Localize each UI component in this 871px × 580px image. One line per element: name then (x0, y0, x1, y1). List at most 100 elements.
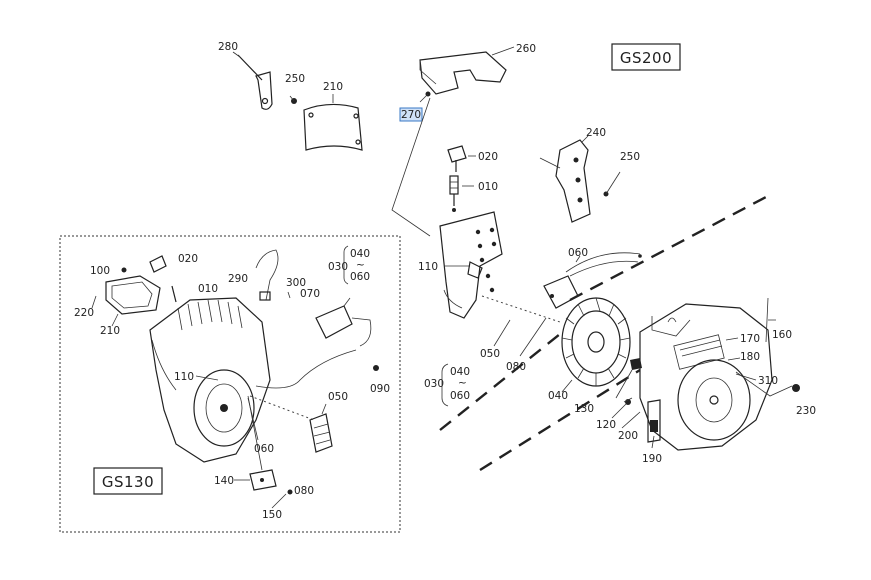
axis-line-1 (481, 295, 561, 323)
part-160-fan-housing[interactable] (639, 303, 773, 451)
part-280-bracket[interactable] (237, 54, 273, 110)
gs130-group-tilde: ~ (356, 259, 365, 271)
gs130-part-010[interactable] (171, 285, 177, 303)
leader-180 (727, 357, 741, 361)
callout-040-group[interactable]: 040 (450, 366, 470, 378)
callout-190[interactable]: 190 (642, 453, 662, 465)
leader-280 (232, 51, 241, 58)
gs130-part-090[interactable] (373, 365, 379, 371)
callout-210[interactable]: 210 (323, 81, 343, 93)
leader-190 (651, 435, 655, 449)
callout-110[interactable]: 110 (418, 261, 438, 273)
part-240-bracket[interactable] (539, 139, 591, 223)
callout-030[interactable]: 030 (424, 378, 444, 390)
gs130-callout-290[interactable]: 290 (228, 273, 248, 285)
gs130-leader-220 (91, 295, 97, 309)
part-110-armature[interactable] (467, 261, 483, 279)
gs130-leader-110 (195, 375, 219, 381)
gs130-callout-050[interactable]: 050 (328, 391, 348, 403)
callout-180[interactable]: 180 (740, 351, 760, 363)
gs130-axis (249, 395, 315, 421)
leader-260 (491, 46, 515, 56)
callout-010[interactable]: 010 (478, 181, 498, 193)
callout-060-group[interactable]: 060 (450, 390, 470, 402)
gs130-bracket-030 (343, 245, 349, 285)
gs130-callout-100[interactable]: 100 (90, 265, 110, 277)
gs130-callout-070[interactable]: 070 (300, 288, 320, 300)
dashed-axis-bottom (479, 368, 641, 472)
inset-frame (59, 235, 401, 533)
gs130-part-210-plate[interactable] (105, 275, 161, 315)
engine-block-gs130 (149, 297, 271, 463)
callout-080[interactable]: 080 (506, 361, 526, 373)
gs130-part-080[interactable] (287, 489, 293, 495)
callout-040[interactable]: 040 (548, 390, 568, 402)
gs130-leader-210 (111, 313, 119, 327)
gs130-model-box (93, 467, 163, 495)
gs130-callout-080[interactable]: 080 (294, 485, 314, 497)
part-020-plug-cap[interactable] (447, 145, 467, 172)
leader-240 (581, 135, 589, 143)
callout-250-right[interactable]: 250 (620, 151, 640, 163)
callout-120[interactable]: 120 (596, 419, 616, 431)
gs130-inset: GS130 100 020 010 220 21 (59, 235, 401, 533)
gs200-model-box (611, 43, 681, 71)
callout-160[interactable]: 160 (772, 329, 792, 341)
gs130-callout-090[interactable]: 090 (370, 383, 390, 395)
gs130-part-070-coil[interactable] (315, 297, 372, 347)
callout-260[interactable]: 260 (516, 43, 536, 55)
callout-170[interactable]: 170 (740, 333, 760, 345)
part-060-ignition-coil[interactable] (543, 252, 642, 309)
part-010-spark-plug[interactable] (449, 175, 459, 212)
leader-080 (519, 317, 547, 357)
bracket-030 (441, 363, 449, 407)
gs130-leader-150 (271, 493, 287, 509)
gs130-callout-140[interactable]: 140 (214, 475, 234, 487)
callout-240[interactable]: 240 (586, 127, 606, 139)
part-230-screw[interactable] (735, 371, 800, 397)
gs130-callout-010[interactable]: 010 (198, 283, 218, 295)
callout-060[interactable]: 060 (568, 247, 588, 259)
gs130-callout-300[interactable]: 300 (286, 277, 306, 289)
part-270-screw[interactable] (419, 91, 431, 103)
gs130-part-140[interactable] (247, 395, 277, 491)
part-260-shroud[interactable] (419, 51, 507, 95)
gs130-callout-220[interactable]: 220 (74, 307, 94, 319)
part-130-nut[interactable] (630, 358, 642, 370)
leader-200 (621, 411, 641, 429)
part-200-screw[interactable] (623, 397, 633, 403)
callout-230[interactable]: 230 (796, 405, 816, 417)
leader-310 (735, 373, 757, 381)
callout-250-left[interactable]: 250 (285, 73, 305, 85)
gs200-drawing: GS200 280 250 210 260 (218, 41, 816, 472)
callout-270[interactable]: 270 (401, 109, 421, 121)
gs130-callout-040[interactable]: 040 (350, 248, 370, 260)
wire-path (391, 97, 431, 237)
leader-060 (575, 255, 581, 263)
gs130-part-020[interactable] (149, 255, 167, 273)
part-040-flywheel[interactable] (561, 297, 631, 387)
callout-200[interactable]: 200 (618, 430, 638, 442)
callout-280[interactable]: 280 (218, 41, 238, 53)
bracket-160 (765, 297, 776, 343)
callout-020[interactable]: 020 (478, 151, 498, 163)
gs130-part-290-wire[interactable] (255, 249, 279, 301)
leader-130 (615, 369, 633, 399)
gs130-callout-030[interactable]: 030 (328, 261, 348, 273)
gs130-callout-110[interactable]: 110 (174, 371, 194, 383)
gs130-part-050-coil[interactable] (309, 413, 333, 453)
gs130-callout-150[interactable]: 150 (262, 509, 282, 521)
gs130-callout-060b[interactable]: 060 (254, 443, 274, 455)
part-210-plate[interactable] (303, 103, 363, 151)
gs130-callout-060[interactable]: 060 (350, 271, 370, 283)
callout-310[interactable]: 310 (758, 375, 778, 387)
gs130-callout-210[interactable]: 210 (100, 325, 120, 337)
gs130-leader-050 (321, 403, 327, 415)
gs130-callout-020[interactable]: 020 (178, 253, 198, 265)
gs130-part-100[interactable] (121, 267, 127, 273)
callout-050[interactable]: 050 (480, 348, 500, 360)
part-250-screw-right[interactable] (603, 171, 621, 197)
callout-130[interactable]: 130 (574, 403, 594, 415)
part-250-screw-left[interactable] (289, 95, 297, 104)
